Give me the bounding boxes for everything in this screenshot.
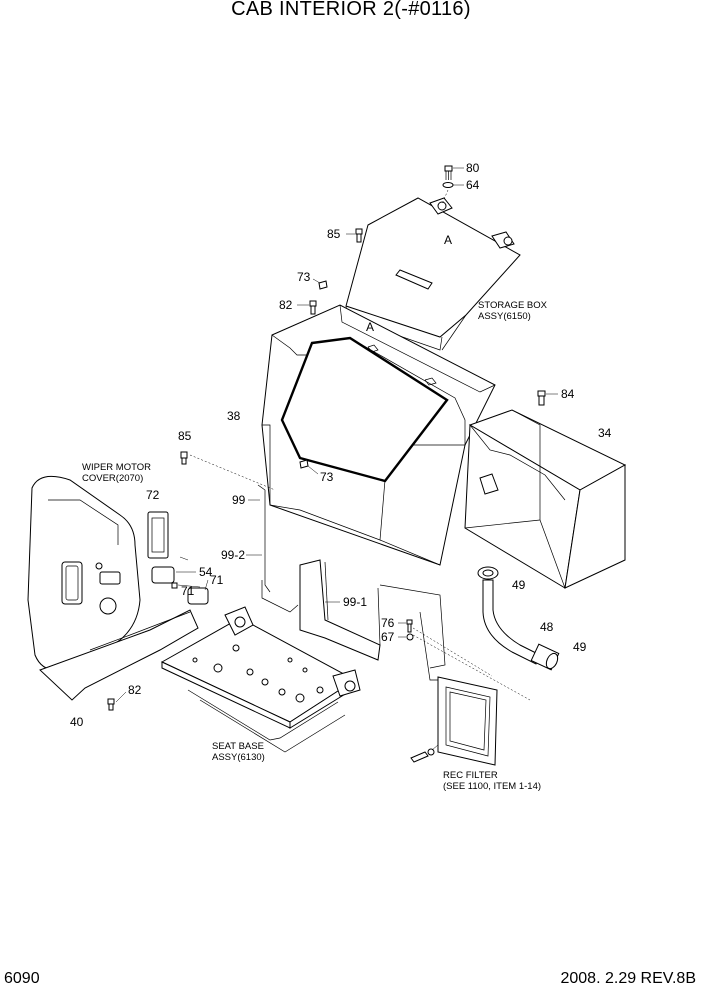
- callout-82-bottom: 82: [128, 683, 142, 697]
- note-storage-box-line2: ASSY(6150): [478, 311, 531, 322]
- rec-filter: [410, 676, 498, 766]
- bolt-76: [406, 619, 413, 633]
- note-storage-box-line1: STORAGE BOX: [478, 300, 548, 311]
- nut-67: [406, 633, 414, 641]
- page-number: 6090: [4, 970, 40, 987]
- callout-99-2: 99-2: [221, 548, 245, 562]
- callout-76: 76: [381, 616, 395, 630]
- callout-38: 38: [227, 409, 241, 423]
- callout-49-bottom: 49: [573, 640, 587, 654]
- note-rec-filter-line2: (SEE 1100, ITEM 1-14): [443, 781, 541, 792]
- clip-73-top: [318, 280, 328, 290]
- page-title: CAB INTERIOR 2(-#0116): [231, 0, 471, 20]
- callout-99: 99: [232, 493, 246, 507]
- seat-base: [160, 606, 361, 753]
- callout-a-panel: A: [366, 320, 374, 334]
- callout-80: 80: [466, 161, 480, 175]
- duct-48: [477, 566, 560, 671]
- callout-72: 72: [146, 488, 160, 502]
- callout-71-a: 71: [181, 584, 195, 598]
- callout-48: 48: [540, 620, 554, 634]
- callout-73-top: 73: [297, 270, 311, 284]
- note-wiper-line2: COVER(2070): [82, 473, 143, 484]
- callout-82-top: 82: [279, 298, 293, 312]
- part-72: [147, 511, 169, 559]
- callout-34: 34: [598, 426, 612, 440]
- bolt-82-top: [309, 300, 317, 315]
- callout-40: 40: [70, 715, 84, 729]
- bolt-85-left: [180, 451, 188, 465]
- callout-67: 67: [381, 630, 395, 644]
- note-seat-base-line1: SEAT BASE: [212, 741, 264, 752]
- note-rec-filter-line1: REC FILTER: [443, 770, 498, 781]
- callout-71-b: 71: [210, 573, 224, 587]
- wiper-motor-cover-40: [27, 475, 199, 701]
- callout-64: 64: [466, 178, 480, 192]
- bolt-80: [444, 165, 453, 180]
- callout-85-top: 85: [327, 227, 341, 241]
- note-seat-base-line2: ASSY(6130): [212, 752, 265, 763]
- storage-box-lid: [345, 197, 521, 351]
- bolt-85-top: [355, 228, 363, 243]
- callout-99-1: 99-1: [343, 595, 367, 609]
- callout-54: 54: [199, 565, 213, 579]
- part-54: [151, 566, 175, 584]
- clip-73-mid: [299, 459, 309, 469]
- revision-date: 2008. 2.29 REV.8B: [560, 970, 696, 987]
- washer-64: [442, 182, 454, 188]
- callout-84: 84: [561, 387, 575, 401]
- callout-85-left: 85: [178, 429, 192, 443]
- callout-73-mid: 73: [320, 470, 334, 484]
- note-wiper-line1: WIPER MOTOR: [82, 462, 151, 473]
- bolt-82-bottom: [107, 698, 115, 711]
- storage-box-34: [464, 409, 627, 589]
- rear-panel-38: [261, 304, 496, 566]
- callout-a-lid: A: [444, 233, 452, 247]
- callout-49-top: 49: [512, 578, 526, 592]
- bolt-84: [537, 390, 546, 406]
- bolt-71-a: [171, 582, 178, 589]
- part-71-b: [187, 587, 209, 605]
